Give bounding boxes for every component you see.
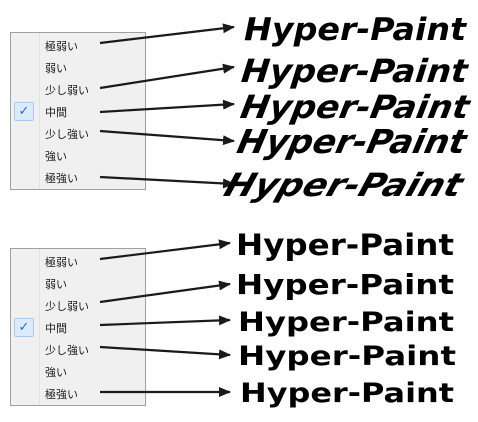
arrow xyxy=(99,63,235,90)
menu-item-very-weak[interactable]: ✓ 極弱い xyxy=(11,35,145,57)
check-icon: ✓ xyxy=(14,102,34,121)
menu-item-label: 少し強い xyxy=(45,344,89,357)
arrow xyxy=(99,99,235,114)
menu-item-slightly-strong[interactable]: ✓ 少し強い xyxy=(11,123,145,145)
arrows-bottom xyxy=(99,239,231,397)
sample-text-very-weak: Hyper-Paint xyxy=(236,228,454,262)
sample-text-medium: Hyper-Paint xyxy=(238,307,454,338)
arrow xyxy=(99,23,235,45)
arrow xyxy=(99,345,231,360)
arrows-top xyxy=(99,23,235,189)
menu-item-very-strong[interactable]: ✓ 極強い xyxy=(11,167,145,189)
menu-item-label: 極弱い xyxy=(45,40,78,53)
menu-item-weak[interactable]: ✓ 弱い xyxy=(11,57,145,79)
menu-item-label: 弱い xyxy=(45,278,67,291)
check-icon: ✓ xyxy=(14,318,34,337)
arrow xyxy=(99,315,231,327)
sample-text-slightly-strong: Hyper-Paint xyxy=(238,341,456,372)
menu-item-label: 中間 xyxy=(45,322,67,335)
arrow xyxy=(99,129,235,146)
menu-item-medium[interactable]: ✓ 中間 xyxy=(11,101,145,123)
menu-item-weak[interactable]: ✓ 弱い xyxy=(11,273,145,295)
sample-text-slightly-strong: Hyper-Paint xyxy=(234,122,471,161)
sample-text-very-strong: Hyper-Paint xyxy=(240,378,454,409)
sample-text-slightly-weak: Hyper-Paint xyxy=(236,268,454,301)
sample-text-medium: Hyper-Paint xyxy=(238,88,474,126)
menu-item-label: 強い xyxy=(45,366,67,379)
menu-item-very-weak[interactable]: ✓ 極弱い xyxy=(11,251,145,273)
sample-text-slightly-weak: Hyper-Paint xyxy=(240,52,472,90)
menu-item-label: 少し弱い xyxy=(45,300,89,313)
menu-item-medium[interactable]: ✓ 中間 xyxy=(11,317,145,339)
menu-item-slightly-weak[interactable]: ✓ 少し弱い xyxy=(11,79,145,101)
menu-item-slightly-weak[interactable]: ✓ 少し弱い xyxy=(11,295,145,317)
menu-item-slightly-strong[interactable]: ✓ 少し強い xyxy=(11,339,145,361)
menu-item-label: 極弱い xyxy=(45,256,78,269)
arrow xyxy=(99,239,231,261)
menu-item-strong[interactable]: ✓ 強い xyxy=(11,361,145,383)
menu-item-label: 中間 xyxy=(45,106,67,119)
menu-item-label: 弱い xyxy=(45,62,67,75)
menu-item-label: 極強い xyxy=(45,388,78,401)
menu-item-label: 極強い xyxy=(45,172,78,185)
menu-item-strong[interactable]: ✓ 強い xyxy=(11,145,145,167)
arrow xyxy=(99,280,231,304)
samples-bottom: Hyper-Paint Hyper-Paint Hyper-Paint Hype… xyxy=(236,228,456,409)
sample-text-very-strong: Hyper-Paint xyxy=(220,167,469,204)
samples-top: Hyper-Paint Hyper-Paint Hyper-Paint Hype… xyxy=(220,12,474,204)
menu-item-label: 少し強い xyxy=(45,128,89,141)
arrow xyxy=(99,175,235,189)
menu-item-very-strong[interactable]: ✓ 極強い xyxy=(11,383,145,405)
effect-strength-menu-bottom: ✓ 極弱い ✓ 弱い ✓ 少し弱い ✓ 中間 ✓ 少し強い ✓ 強い ✓ 極強い xyxy=(10,248,146,406)
menu-item-label: 少し弱い xyxy=(45,84,89,97)
sample-text-very-weak: Hyper-Paint xyxy=(244,12,467,48)
menu-item-label: 強い xyxy=(45,150,67,163)
